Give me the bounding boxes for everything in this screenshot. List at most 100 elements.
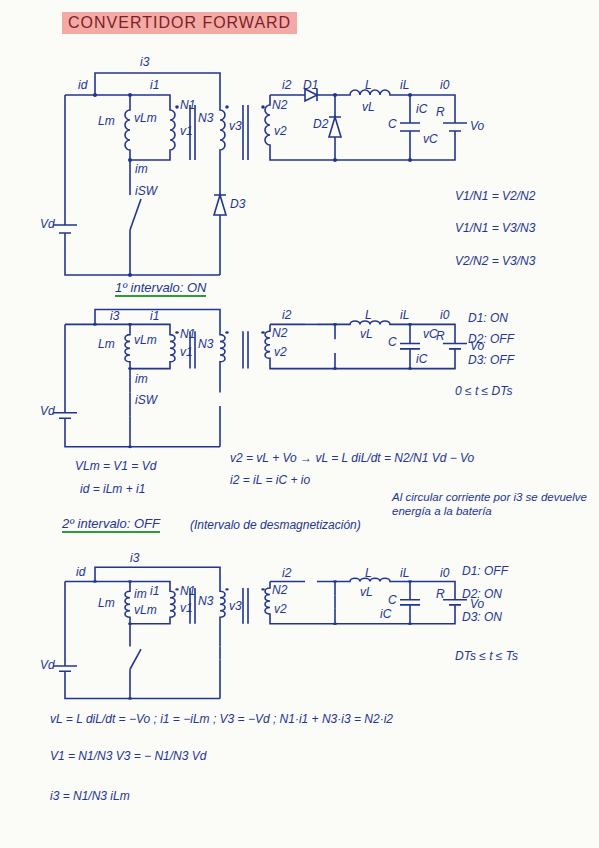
- circuit-label: i1: [150, 310, 159, 323]
- circuit-label: C: [388, 118, 397, 131]
- circuit-label: i0: [440, 567, 449, 580]
- circuit-label: vC: [423, 133, 438, 146]
- circuit-label: iC: [380, 608, 391, 621]
- circuit-label: N3: [198, 112, 213, 125]
- circuit-label: N2: [272, 99, 287, 112]
- circuit-label: C: [388, 594, 397, 607]
- circuit-label: v2: [274, 603, 287, 616]
- circuit-label: i2 = iL = iC + io: [230, 474, 310, 487]
- circuit-label: C: [388, 336, 397, 349]
- circuit-label: v2: [274, 125, 287, 138]
- circuit-label: i2: [282, 309, 291, 322]
- circuit-label: v1: [180, 125, 193, 138]
- circuit-label: v3: [229, 600, 242, 613]
- circuit-label: L: [365, 567, 372, 580]
- circuit-label: DTs ≤ t ≤ Ts: [455, 650, 518, 663]
- diode-d2: [329, 117, 341, 137]
- circuit-label: Vd: [40, 405, 55, 418]
- switch-closed: [129, 392, 131, 416]
- circuit-label: D2: [313, 118, 328, 131]
- circuit-label: v2: [274, 346, 287, 359]
- circuit-label: iL: [400, 79, 409, 92]
- circuit-off: [53, 567, 467, 700]
- circuit-label: iL: [400, 567, 409, 580]
- circuit-label: Vo: [470, 120, 484, 133]
- circuit-label: D3: [230, 198, 245, 211]
- circuit-label: vL: [362, 101, 375, 114]
- circuit-label: 0 ≤ t ≤ DTs: [455, 385, 512, 398]
- note-text: Al circular corriente por i3 se devuelve…: [392, 490, 592, 518]
- circuit-on: [53, 309, 467, 448]
- circuit-label: im: [135, 373, 148, 386]
- circuit-label: i1: [150, 79, 159, 92]
- circuit-label: iL: [400, 309, 409, 322]
- circuit-label: R: [436, 106, 445, 119]
- circuit-label: vLm: [134, 334, 157, 347]
- circuit-label: i3: [130, 552, 139, 565]
- circuit-label: N1: [180, 99, 195, 112]
- circuit-label: id = iLm + i1: [80, 483, 145, 496]
- circuit-label: L: [365, 309, 372, 322]
- circuit-label: V2/N2 = V3/N3: [455, 255, 535, 268]
- circuit-label: vL: [360, 586, 373, 599]
- circuit-label: iC: [416, 353, 427, 366]
- circuit-label: R: [436, 330, 445, 343]
- circuit-label: iSW: [135, 394, 157, 407]
- circuit-label: vC: [423, 328, 438, 341]
- circuit-label: v1: [180, 602, 193, 615]
- circuit-label: i2: [282, 567, 291, 580]
- circuit-label: D3: OFF: [468, 354, 514, 367]
- switch: [130, 199, 141, 230]
- circuit-label: i2: [282, 79, 291, 92]
- circuit-label: vLm: [134, 112, 157, 125]
- circuit-label: N3: [198, 595, 213, 608]
- d1-conducting: [305, 324, 317, 326]
- interval-heading: 2º intervalo: OFF: [62, 516, 160, 533]
- circuit-label: N2: [272, 327, 287, 340]
- circuit-label: Lm: [98, 338, 115, 351]
- circuit-label: Lm: [98, 597, 115, 610]
- circuit-general: [53, 73, 467, 277]
- interval-heading: 1º intervalo: ON: [115, 280, 206, 297]
- circuit-label: D3: ON: [462, 611, 502, 624]
- circuit-label: V1 = N1/N3 V3 = − N1/N3 Vd: [50, 750, 206, 763]
- circuit-label: vL: [360, 328, 373, 341]
- d3-conducting: [219, 647, 221, 660]
- circuit-label: vL = L diL/dt = −Vo ; i1 = −iLm ; V3 = −…: [50, 713, 393, 726]
- circuit-label: i3: [110, 310, 119, 323]
- switch-open: [130, 649, 141, 669]
- circuit-label: i3 = N1/N3 iLm: [50, 790, 130, 803]
- circuit-label: D2: OFF: [468, 333, 514, 346]
- circuit-label: vLm: [134, 604, 157, 617]
- diode-d3: [214, 195, 226, 215]
- circuit-label: (Intervalo de desmagnetización): [190, 519, 361, 532]
- circuit-label: N1: [180, 585, 195, 598]
- circuit-label: D1: OFF: [462, 565, 508, 578]
- circuit-label: Vd: [40, 218, 55, 231]
- circuit-label: V1/N1 = V3/N3: [455, 222, 535, 235]
- circuit-label: i0: [440, 79, 449, 92]
- circuit-label: im: [134, 588, 147, 601]
- circuit-label: im: [135, 163, 148, 176]
- circuit-label: N1: [180, 328, 195, 341]
- circuit-label: D2: ON: [462, 588, 502, 601]
- circuit-label: v2 = vL + Vo → vL = L diL/dt = N2/N1 Vd …: [230, 452, 474, 465]
- page-title: CONVERTIDOR FORWARD: [62, 12, 297, 34]
- circuit-label: D1: ON: [468, 312, 508, 325]
- circuit-label: N3: [198, 338, 213, 351]
- circuit-label: i3: [140, 56, 149, 69]
- d2-conducting: [334, 596, 336, 609]
- circuit-label: VLm = V1 = Vd: [75, 460, 156, 473]
- circuit-label: N2: [272, 584, 287, 597]
- circuit-label: Vd: [40, 659, 55, 672]
- circuit-label: D1: [303, 79, 318, 92]
- circuit-label: iSW: [135, 185, 157, 198]
- circuit-label: R: [436, 588, 445, 601]
- circuit-label: L: [365, 79, 372, 92]
- circuit-label: v1: [180, 346, 193, 359]
- circuit-label: i0: [440, 309, 449, 322]
- circuit-label: Lm: [98, 115, 115, 128]
- circuit-label: v3: [229, 120, 242, 133]
- circuit-label: i1: [150, 585, 159, 598]
- circuit-label: V1/N1 = V2/N2: [455, 190, 535, 203]
